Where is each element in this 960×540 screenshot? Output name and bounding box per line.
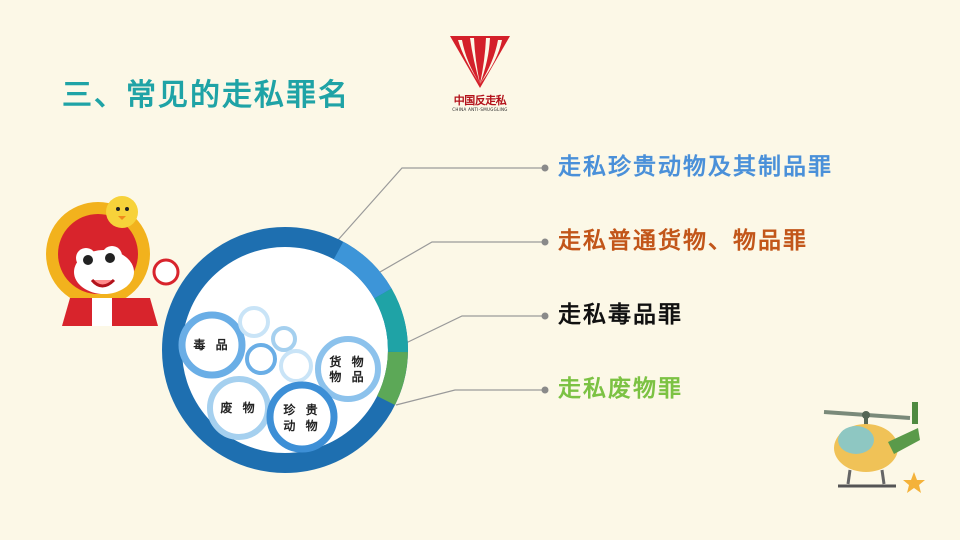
bubble-small-1 xyxy=(238,306,270,338)
bubble-label-drugs: 毒 品 xyxy=(193,338,231,352)
ring-segment-1 xyxy=(333,241,392,299)
item-label-waste: 走私废物罪 xyxy=(558,376,683,402)
connector-dot-4 xyxy=(541,386,549,394)
bubble-label-animals-2: 动 物 xyxy=(283,419,321,433)
connector-line-3 xyxy=(405,315,545,344)
bubble-small-4 xyxy=(279,349,313,383)
bubble-drugs xyxy=(178,311,246,379)
item-label-general-goods: 走私普通货物、物品罪 xyxy=(558,228,808,254)
bubble-animals xyxy=(266,381,338,453)
page-title: 三、常见的走私罪名 xyxy=(62,78,350,113)
connector-dot-2 xyxy=(541,238,549,246)
item-label-drugs: 走私毒品罪 xyxy=(558,302,683,328)
connector-dot-3 xyxy=(541,312,549,320)
item-label-precious-animals: 走私珍贵动物及其制品罪 xyxy=(558,154,833,180)
bubble-label-goods-2: 物 品 xyxy=(329,370,367,384)
bubble-small-2 xyxy=(271,326,297,352)
logo-name-cn: 中国反走私 xyxy=(453,94,507,107)
bubble-label-waste: 废 物 xyxy=(220,401,258,415)
anti-smuggling-logo: 中国反走私 CHINA ANTI-SMUGGLING xyxy=(440,30,520,118)
connector-dot-1 xyxy=(541,164,549,172)
bubble-goods xyxy=(315,336,381,402)
ring-segment-2 xyxy=(374,288,408,353)
connector-line-1 xyxy=(337,167,545,241)
connector-line-2 xyxy=(379,241,545,273)
logo-name-en: CHINA ANTI-SMUGGLING xyxy=(452,107,508,112)
bubble-small-3 xyxy=(245,343,277,375)
helicopter-icon xyxy=(823,402,925,493)
ring-segment-3 xyxy=(376,351,408,405)
logo-emblem-icon xyxy=(450,36,510,88)
mascot-lion-icon xyxy=(46,196,180,326)
connector-line-4 xyxy=(395,389,545,406)
bubble-label-goods-1: 货 物 xyxy=(329,355,367,369)
bubble-label-animals-1: 珍 贵 xyxy=(283,403,321,417)
